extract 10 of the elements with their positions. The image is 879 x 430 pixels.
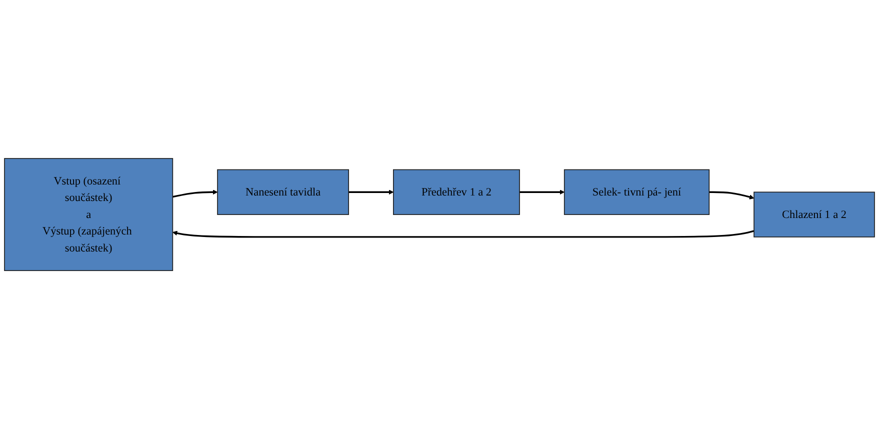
arrow	[520, 190, 565, 196]
node-box: Nanesení tavidla	[217, 170, 349, 216]
node-box: Předehřev 1 a 2	[393, 170, 520, 216]
arrow	[709, 192, 754, 200]
node-box: Vstup (osazení součástek) a Výstup (zapájených součástek)	[4, 158, 174, 272]
arrow	[348, 190, 394, 196]
arrow	[172, 190, 218, 198]
node-box: Chlazení 1 a 2	[754, 192, 875, 238]
node-box: Selek- tivní pá- jení	[564, 170, 710, 216]
arrow	[172, 230, 754, 238]
